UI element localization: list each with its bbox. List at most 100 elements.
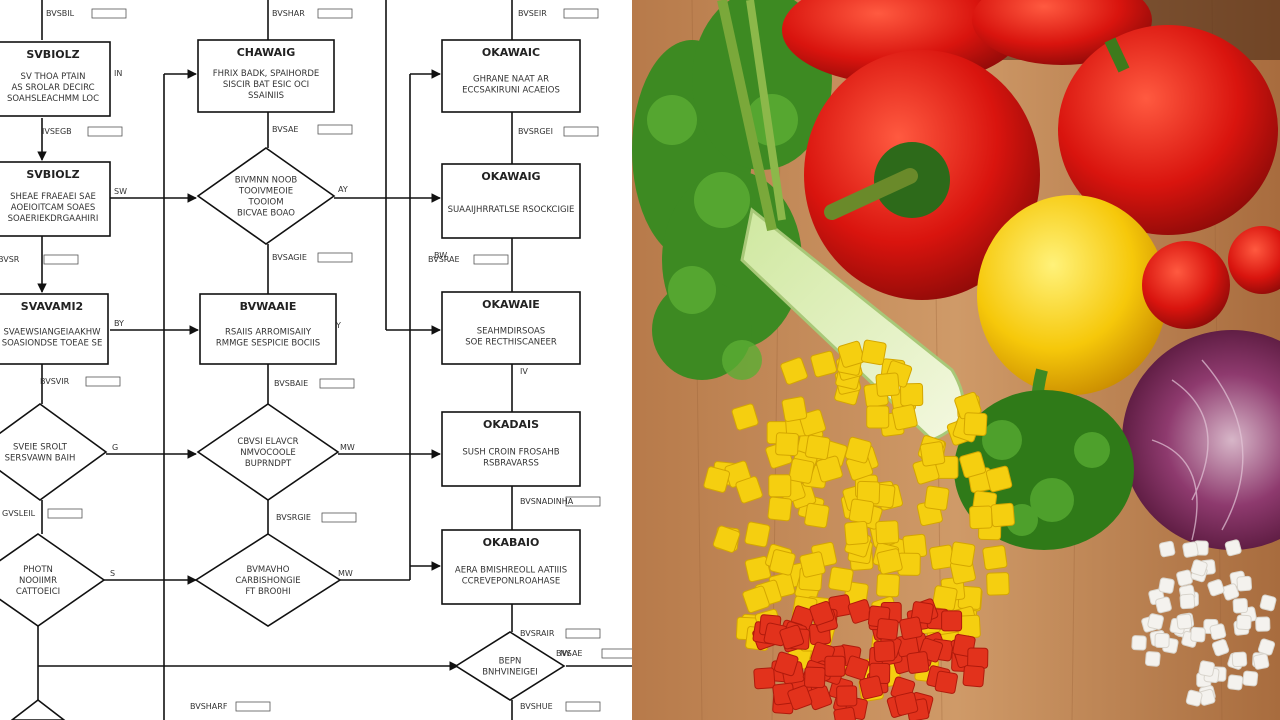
ydice-piece (848, 498, 875, 524)
col1-process-box-1-title: SVBIOLZ (26, 48, 79, 61)
onion-piece (1236, 614, 1252, 631)
col2-tag-5-box (235, 701, 271, 712)
ydice-piece (769, 549, 796, 576)
onion-piece (1198, 660, 1215, 677)
col1-process-box-3-text: SOASIONDSE TOEAE SE (2, 339, 103, 349)
ydice-piece (844, 436, 872, 464)
col3-process-box-1-text: ECCSAKIRUNI ACAEIOS (462, 86, 560, 96)
col3-tag-5-box (601, 648, 632, 659)
col2-side-label-0: Y (335, 321, 341, 330)
col1-tag-4-box (47, 508, 83, 519)
onion-piece (1144, 651, 1161, 667)
col2-decision-2-text: BUPRNDPT (245, 459, 292, 469)
rdice-piece (876, 618, 899, 641)
ydice-piece (703, 466, 731, 493)
onion-piece (1158, 577, 1175, 594)
col1-tag-1-box (87, 126, 123, 137)
onion-piece (1182, 541, 1199, 558)
col2-tag-0: BVSHAR (272, 9, 305, 18)
col3-tag-1-box (563, 126, 599, 137)
onion-piece (1176, 613, 1193, 630)
col3-process-box-5-text: CCREVEPONLROAHASE (462, 577, 560, 587)
col2-decision-2-text: CBVSI ELAVCR (237, 437, 298, 447)
col1-decision-2 (0, 533, 106, 627)
col2-side-label-3: MW (338, 569, 353, 578)
rdice-piece (894, 691, 919, 716)
ydice-piece (780, 357, 808, 385)
onion-piece (1207, 579, 1225, 597)
col3-process-box-3-text: SEAHMDIRSOAS (477, 327, 545, 337)
col1-tag-4: GVSLEIL (2, 509, 36, 518)
col1-decision-1 (0, 403, 108, 501)
col1-process-box-1-text: SV THOA PTAIN (21, 72, 86, 82)
onion-piece (1242, 670, 1259, 687)
rdice-piece (906, 651, 930, 674)
ydice-piece (876, 548, 903, 575)
col3-process-box-3 (441, 291, 581, 365)
col1-process-box-1 (0, 41, 111, 117)
col2-decision-1-text: BICVAE BOAO (237, 209, 295, 219)
onion-piece (1185, 689, 1203, 707)
col2-side-label-2: MW (340, 443, 355, 452)
col2-process-box-1-text: SSAINIIS (248, 91, 284, 101)
col3-tag-0: BVSEIR (518, 9, 547, 18)
col2-decision-2 (196, 403, 340, 501)
ydice-piece (969, 505, 993, 530)
col1-side-label-2: BY (114, 319, 124, 328)
col2-tag-5: BVSHARF (190, 702, 228, 711)
col3-process-box-4-text: SUSH CROIN FROSAHB (462, 448, 559, 458)
col2-tag-4-box (321, 512, 357, 523)
rdice-piece (753, 667, 776, 690)
onion-piece (1179, 593, 1196, 610)
ydice-piece (950, 541, 976, 567)
col3-process-box-4 (441, 411, 581, 487)
onion-piece (1190, 559, 1208, 577)
ydice-piece (768, 474, 792, 498)
col3-process-box-1-text: GHRANE NAAT AR (473, 75, 549, 85)
col3-process-box-1 (441, 39, 581, 113)
col2-process-box-2 (199, 293, 337, 365)
vegetables-illustration (632, 0, 1280, 720)
onion-piece (1154, 632, 1170, 649)
onion-piece (1224, 539, 1242, 557)
col3-tag-4: BVSRAIR (520, 629, 555, 638)
ydice-piece (982, 545, 1008, 571)
col2-decision-3-text: FT BRO0HI (245, 587, 290, 597)
col3-tag-6-box (565, 701, 601, 712)
col1-process-box-2-text: SHEAE FRAEAEI SAE (10, 192, 96, 202)
rdice-piece (844, 655, 870, 681)
ydice-piece (891, 404, 918, 431)
onion-piece (1131, 635, 1147, 651)
col1-process-box-2-text: SOAERIEKDRGAAHIRI (8, 214, 99, 224)
ydice-piece (804, 502, 830, 529)
col1-process-box-2-text: AOEIOITCAM SOAES (11, 203, 95, 213)
col2-decision-1-text: BIVMNN NOOB (235, 176, 298, 186)
rdice-piece (934, 670, 958, 694)
onion-piece (1231, 651, 1248, 668)
col2-decision-1-text: TOOIOM (247, 198, 283, 208)
ydice-piece (861, 339, 887, 366)
col2-side-label-1: AY (338, 185, 348, 194)
ydice-piece (924, 485, 950, 511)
onion-piece (1176, 569, 1193, 587)
onion-piece (1221, 583, 1240, 601)
ydice-piece (744, 555, 772, 583)
ydice-piece (799, 551, 826, 578)
onion-piece (1158, 540, 1176, 558)
col3-side-label-0: IV (520, 367, 528, 376)
col2-decision-3-text: BVMAVHO (247, 565, 290, 575)
ydice-piece (875, 520, 900, 545)
ydice-piece (810, 350, 837, 378)
col2-decision-1-text: TOOIVMEOIE (238, 187, 293, 197)
col3-process-box-5-text: AERA BMISHREOLL AATIIIS (455, 566, 567, 576)
ydice-piece (837, 340, 865, 368)
col2-decision-3 (194, 533, 342, 627)
col2-process-box-1-text: SISCIR BAT ESIC OCI (223, 80, 309, 90)
col1-process-box-2-title: SVBIOLZ (26, 168, 79, 181)
col1-decision-3 (10, 698, 66, 720)
onion-piece (1236, 575, 1253, 592)
ydice-piece (744, 521, 771, 548)
col2-tag-1-box (317, 124, 353, 135)
col2-tag-4: BVSRGIE (276, 513, 311, 522)
col1-tag-3-box (85, 376, 121, 387)
